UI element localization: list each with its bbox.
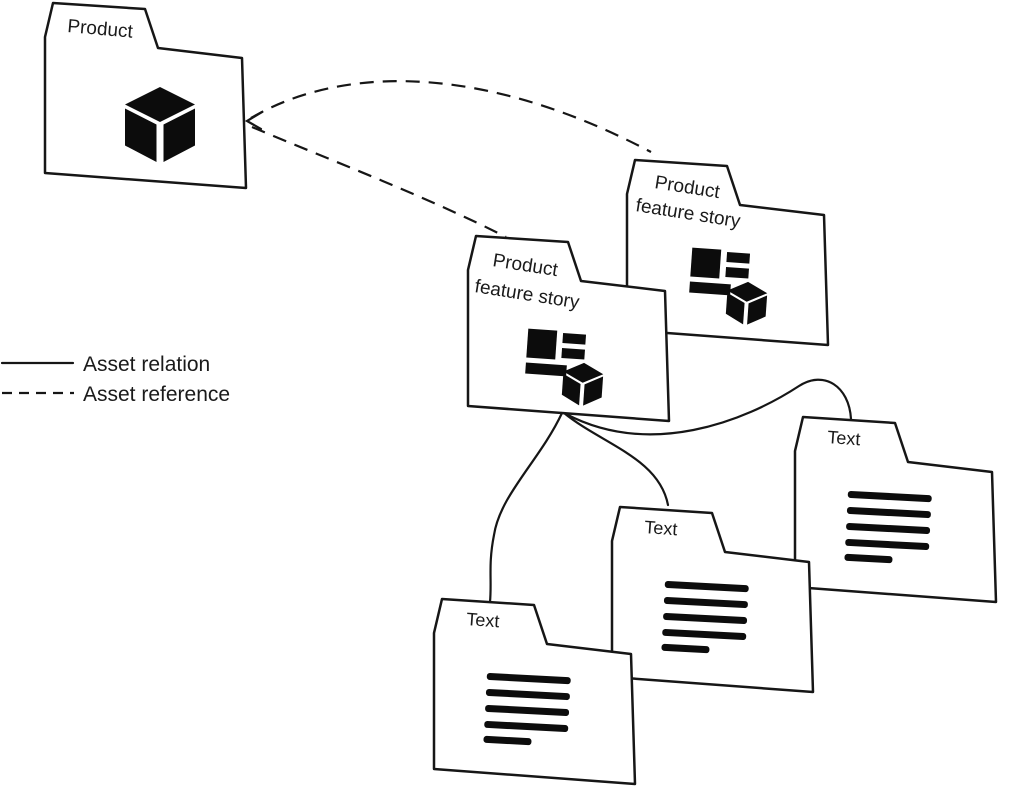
- folder-text-middle: Text: [610, 505, 815, 694]
- asset-relation-connections: [488, 378, 853, 604]
- asset-reference-connections: [244, 80, 652, 238]
- folder-pfs-middle-outline: [466, 234, 671, 423]
- legend-asset-reference-label: Asset reference: [83, 383, 230, 406]
- asset-relation-curve-pfs-middle-to-text-middle: [562, 411, 670, 507]
- asset-reference-curve-pfs-middle-to-product: [251, 125, 507, 238]
- reference-arrowhead-icon: [244, 110, 264, 131]
- folder-product-feature-story-middle: Product feature story: [466, 234, 671, 423]
- asset-relation-curve-pfs-middle-to-text-bottom: [488, 411, 564, 604]
- legend: Asset relation Asset reference: [0, 353, 230, 406]
- asset-relation-curve-pfs-middle-to-text-right: [564, 378, 853, 436]
- legend-asset-relation-label: Asset relation: [83, 353, 210, 376]
- folder-product-feature-story-right: Product feature story: [625, 158, 830, 347]
- folder-text-bottom-label: Text: [466, 609, 500, 631]
- folder-text-right: Text: [793, 415, 998, 604]
- folder-text-right-label: Text: [827, 427, 861, 449]
- folder-product: Product: [43, 1, 248, 190]
- folder-text-middle-label: Text: [644, 517, 678, 539]
- folder-text-bottom: Text: [432, 597, 637, 786]
- asset-reference-curve-pfs-right-to-product: [250, 80, 652, 153]
